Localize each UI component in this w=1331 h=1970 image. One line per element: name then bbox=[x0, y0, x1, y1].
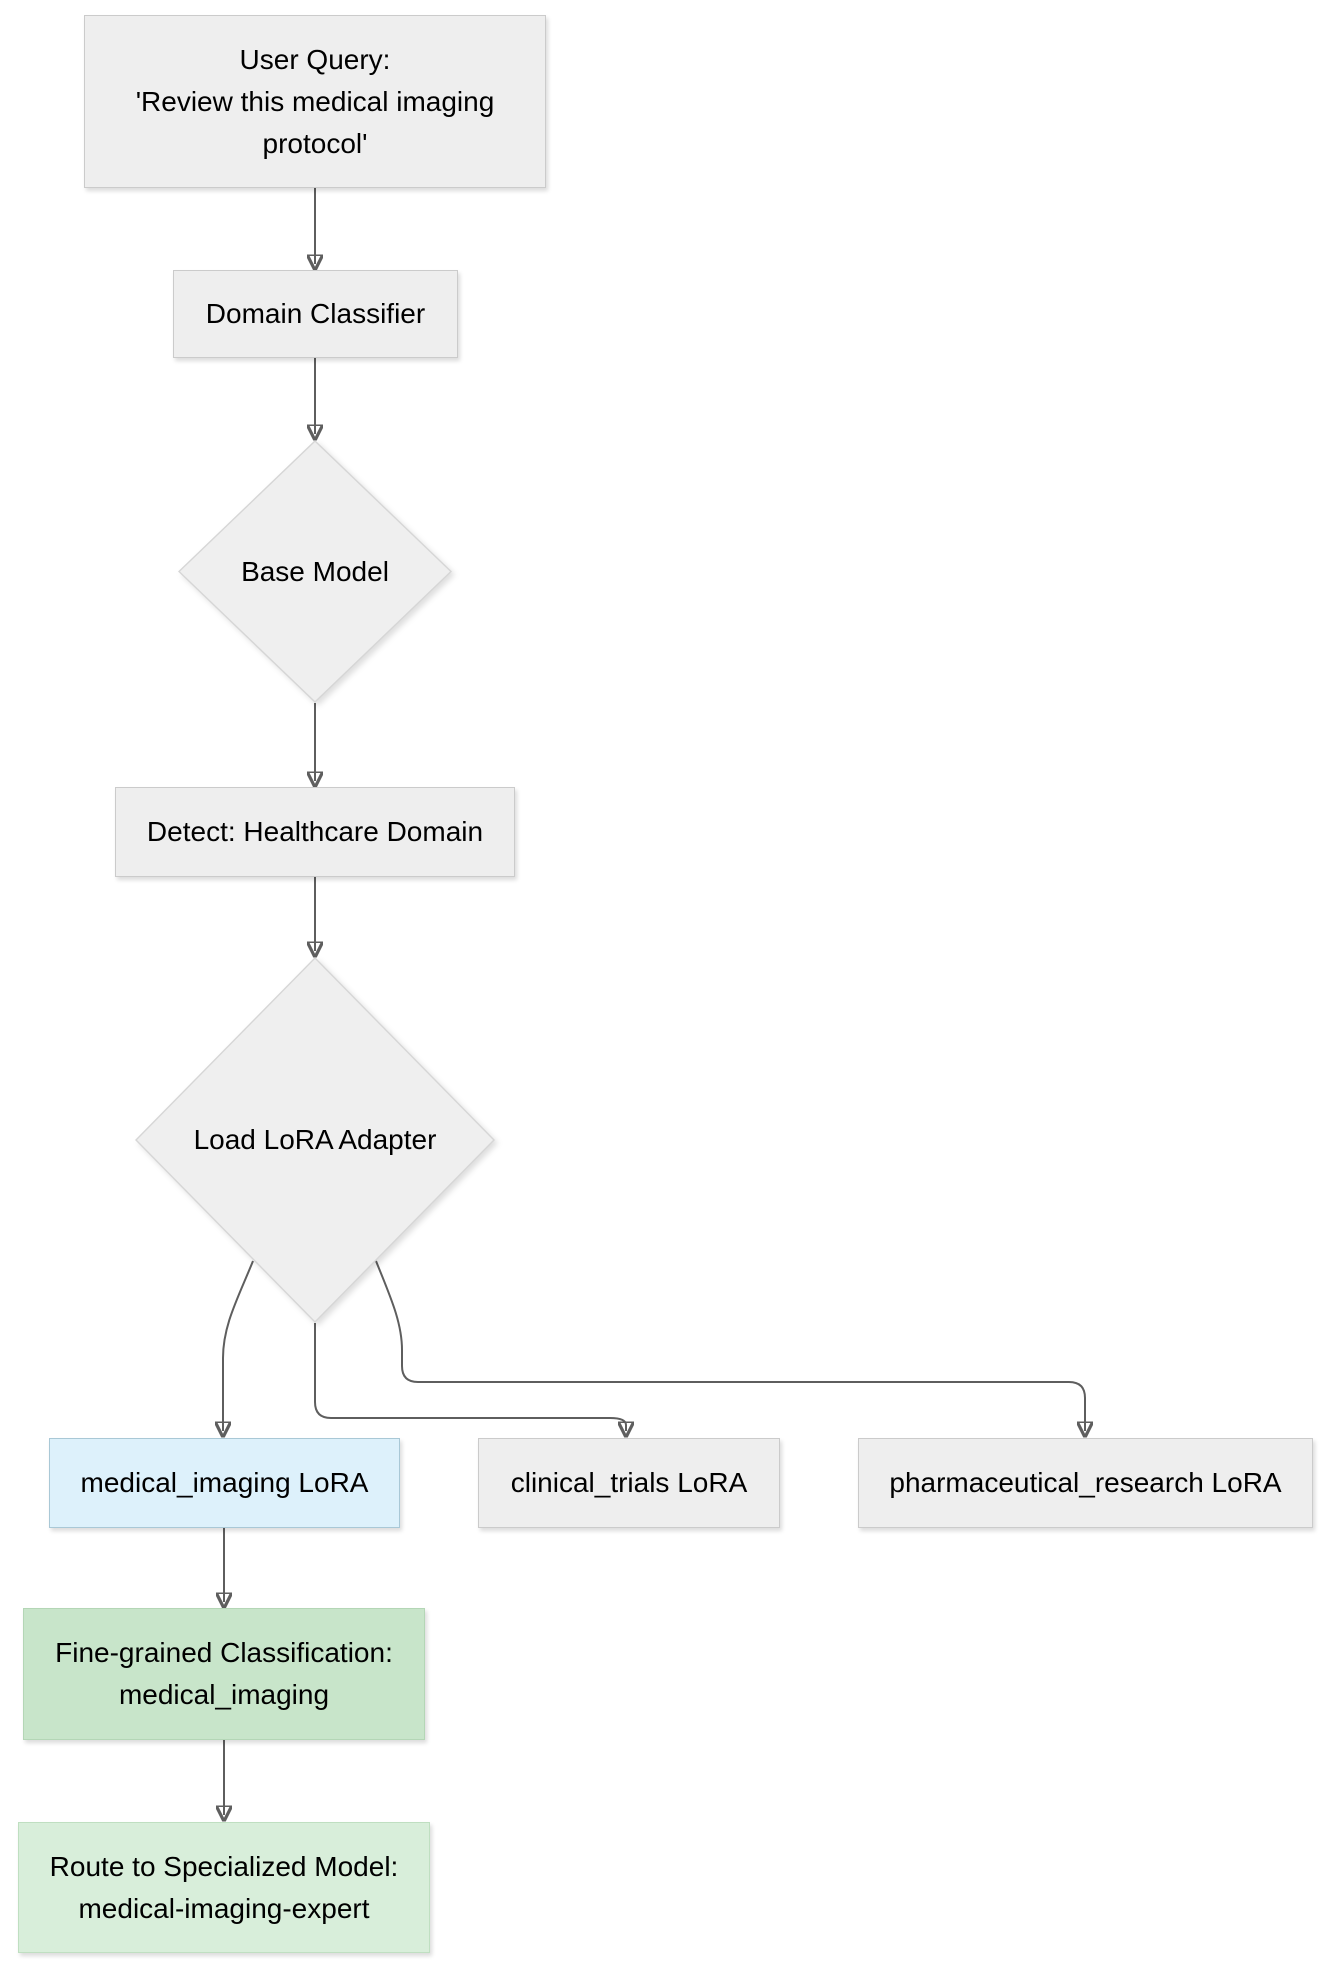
node-clinical-trials-lora-label: clinical_trials LoRA bbox=[510, 1467, 748, 1498]
node-user-query-line-2: 'Review this medical imaging bbox=[135, 85, 495, 117]
node-detect-healthcare-domain-label: Detect: Healthcare Domain bbox=[146, 816, 484, 847]
node-route-to-specialized-model: Route to Specialized Model: medical-imag… bbox=[18, 1822, 430, 1953]
node-fine-grained-classification: Fine-grained Classification: medical_ima… bbox=[23, 1608, 425, 1740]
node-user-query-line-1: User Query: bbox=[239, 43, 391, 75]
node-medical-imaging-lora-label: medical_imaging LoRA bbox=[80, 1467, 369, 1498]
node-fine-grained-classification-line-1: Fine-grained Classification: bbox=[55, 1637, 393, 1668]
node-detect-healthcare-domain: Detect: Healthcare Domain bbox=[115, 787, 515, 877]
node-pharmaceutical-research-lora-label: pharmaceutical_research LoRA bbox=[889, 1467, 1282, 1498]
node-domain-classifier-label: Domain Classifier bbox=[205, 298, 426, 329]
node-route-to-specialized-model-line-2: medical-imaging-expert bbox=[78, 1892, 370, 1924]
decision-base-model-label: Base Model bbox=[241, 555, 389, 587]
node-clinical-trials-lora: clinical_trials LoRA bbox=[478, 1438, 780, 1528]
decision-base-model: Base Model bbox=[178, 440, 452, 703]
node-medical-imaging-lora: medical_imaging LoRA bbox=[49, 1438, 400, 1528]
node-user-query: User Query: 'Review this medical imaging… bbox=[84, 15, 546, 188]
edge-load-lora-to-pharmaceutical bbox=[375, 1260, 1085, 1431]
decision-load-lora-adapter-label: Load LoRA Adapter bbox=[193, 1124, 437, 1155]
edge-load-lora-to-medical-imaging bbox=[223, 1260, 254, 1431]
node-route-to-specialized-model-line-1: Route to Specialized Model: bbox=[49, 1850, 399, 1882]
node-pharmaceutical-research-lora: pharmaceutical_research LoRA bbox=[858, 1438, 1313, 1528]
decision-load-lora-adapter: Load LoRA Adapter bbox=[135, 957, 495, 1323]
node-user-query-line-3: protocol' bbox=[262, 127, 368, 159]
node-fine-grained-classification-line-2: medical_imaging bbox=[118, 1679, 330, 1710]
node-domain-classifier: Domain Classifier bbox=[173, 270, 458, 358]
edge-load-lora-to-clinical-trials bbox=[314, 1323, 626, 1431]
